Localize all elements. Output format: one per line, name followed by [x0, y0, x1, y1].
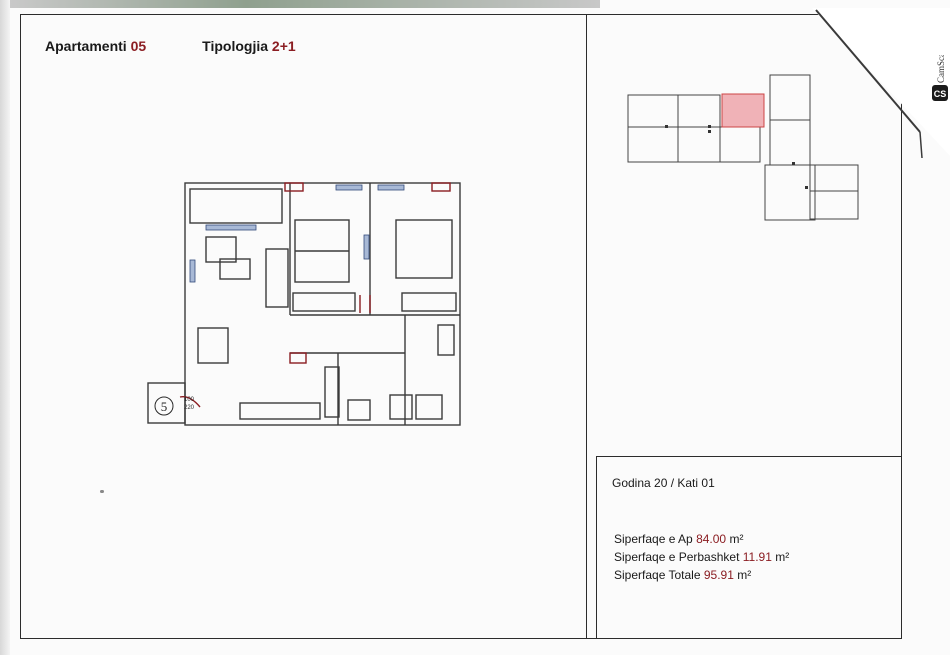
typology-value: 2+1 — [271, 38, 296, 54]
area-row-apartment: Siperfaqe e Ap 84.00 m² — [614, 530, 789, 548]
area-label: Siperfaqe e Ap — [614, 532, 693, 546]
entrance-niche — [147, 382, 186, 424]
scanner-logo-text: CS — [934, 89, 947, 99]
door-note-bottom: 220 — [184, 405, 195, 411]
unit-block — [627, 94, 679, 128]
dining-table — [197, 327, 229, 364]
area-unit: m² — [737, 568, 752, 582]
window-marker — [431, 182, 451, 192]
area-list: Siperfaqe e Ap 84.00 m² Siperfaqe e Perb… — [614, 530, 789, 584]
coffee-table — [219, 258, 251, 280]
sink — [437, 324, 455, 356]
column-marker — [289, 352, 307, 364]
area-unit: m² — [729, 532, 744, 546]
unit-block — [719, 126, 761, 163]
scan-speck — [100, 490, 104, 493]
unit-block — [769, 74, 811, 121]
floor-plan: 5 100 220 — [147, 182, 461, 426]
title-row: Apartamenti 05 Tipologjia 2+1 — [45, 38, 296, 54]
window-frame — [205, 224, 257, 231]
unit-block — [764, 164, 816, 221]
info-box — [596, 456, 902, 639]
area-value: 84.00 — [696, 532, 727, 546]
apartment-label: Apartamenti — [45, 38, 127, 54]
unit-block — [769, 119, 811, 166]
typology-title: Tipologjia 2+1 — [202, 38, 296, 54]
apartment-title: Apartamenti 05 — [45, 38, 146, 54]
wardrobe-2 — [401, 292, 457, 312]
tv-unit — [205, 236, 237, 263]
sofa — [265, 248, 289, 308]
key-plan — [627, 74, 859, 221]
door-frame — [363, 234, 370, 260]
wardrobe-1 — [292, 292, 356, 312]
unit-block — [677, 126, 721, 163]
unit-block — [809, 164, 859, 192]
bed-double — [395, 219, 453, 279]
kitchen-counter — [239, 402, 321, 420]
area-row-common: Siperfaqe e Perbashket 11.91 m² — [614, 548, 789, 566]
scanner-logo-icon — [932, 85, 948, 101]
area-value: 95.91 — [703, 568, 734, 582]
outer-wall — [184, 182, 461, 426]
scan-edge-left — [0, 0, 10, 655]
door-dot — [665, 125, 668, 128]
scan-edge-top — [10, 0, 600, 8]
document-frame — [20, 14, 902, 639]
scanner-watermark: CS CamScanner — [932, 55, 948, 101]
window-marker — [284, 182, 304, 192]
apartment-number: 05 — [130, 38, 147, 54]
entrance-door-swing — [179, 396, 201, 408]
highlighted-apartment — [721, 93, 765, 128]
window-frame — [335, 184, 363, 191]
window-frame — [377, 184, 405, 191]
door-note-top: 100 — [184, 397, 195, 403]
unit-marker-circle — [154, 396, 174, 416]
building-floor-label: Godina 20 / Kati 01 — [612, 476, 715, 490]
kitchen-unit — [324, 366, 340, 418]
door-dot — [805, 186, 808, 189]
area-label: Siperfaqe Totale — [614, 568, 701, 582]
unit-block — [677, 94, 721, 128]
typology-label: Tipologjia — [202, 38, 269, 54]
unit-block — [627, 126, 679, 163]
toilet — [347, 399, 371, 421]
area-row-total: Siperfaqe Totale 95.91 m² — [614, 566, 789, 584]
door-dot — [708, 125, 711, 128]
door-dot — [708, 130, 711, 133]
area-value: 11.91 — [742, 550, 772, 564]
area-unit: m² — [775, 550, 790, 564]
shower — [389, 394, 413, 420]
paper-fold-corner — [812, 8, 950, 158]
unit-marker: 5 — [161, 399, 168, 414]
shower-2 — [415, 394, 443, 420]
window-frame — [189, 259, 196, 283]
scanner-name: CamScanner — [936, 55, 946, 83]
door-dot — [792, 162, 795, 165]
unit-block — [809, 190, 859, 220]
area-label: Siperfaqe e Perbashket — [614, 550, 740, 564]
door-marker — [359, 295, 371, 313]
balcony — [189, 188, 283, 224]
vertical-divider — [586, 14, 587, 639]
